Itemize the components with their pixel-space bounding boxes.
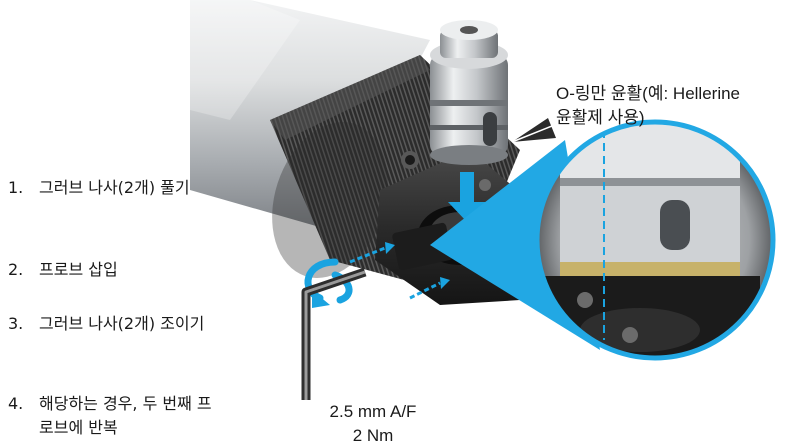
hex-key-icon xyxy=(301,267,367,400)
step-1: 1. 그러브 나사(2개) 풀기 xyxy=(8,176,218,200)
step-number: 1. xyxy=(8,178,24,197)
probe-cap xyxy=(430,20,508,165)
torque-value-label: 2 Nm xyxy=(352,426,394,445)
step-text: 그러브 나사(2개) 풀기 xyxy=(39,178,190,197)
oring-callout-line-1: O-링만 윤활(예: Hellerine xyxy=(556,84,741,103)
step-number: 2. xyxy=(8,260,24,279)
zoom-detail xyxy=(534,119,776,361)
step-text: 그러브 나사(2개) 조이기 xyxy=(39,314,205,333)
step-number: 3. xyxy=(8,314,24,333)
pointer-arrow-icon xyxy=(511,118,556,143)
step-2: 2. 프로브 삽입 xyxy=(8,258,218,282)
step-3: 3. 그러브 나사(2개) 조이기 xyxy=(8,312,218,336)
step-text: 해당하는 경우, 두 번째 프로브에 반복 xyxy=(39,394,212,437)
torque-callout: 2.5 mm A/F 2 Nm xyxy=(318,400,428,448)
oring-lubrication-callout: O-링만 윤활(예: Hellerine 윤활제 사용) xyxy=(556,82,796,130)
step-number: 4. xyxy=(8,394,24,413)
step-4: 4. 해당하는 경우, 두 번째 프로브에 반복 xyxy=(8,392,218,440)
step-text: 프로브 삽입 xyxy=(39,260,118,279)
grub-screw-arrows xyxy=(349,242,450,300)
hex-size-label: 2.5 mm A/F xyxy=(329,402,417,421)
down-arrow-icon xyxy=(448,172,486,222)
oring-callout-line-2: 윤활제 사용) xyxy=(556,108,645,127)
